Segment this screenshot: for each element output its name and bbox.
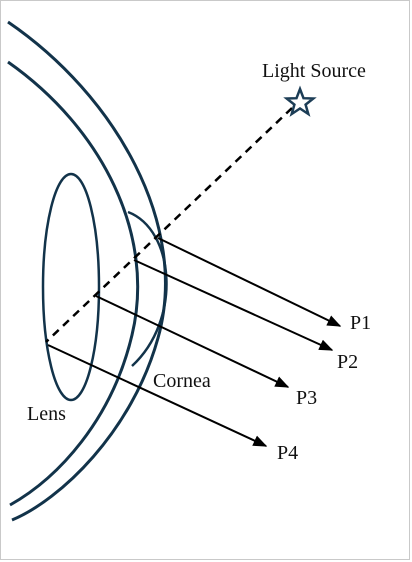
lens-shape (41, 172, 101, 402)
cornea-label: Cornea (153, 370, 211, 392)
reflection-arrow-p4 (47, 344, 268, 447)
lens-label: Lens (27, 403, 66, 425)
reflection-arrow-p1 (157, 237, 342, 327)
eye-inner-ring (7, 60, 140, 507)
p4-label: P4 (277, 442, 298, 464)
p1-label: P1 (350, 312, 371, 334)
eye-outer-ring (7, 20, 167, 522)
p2-label: P2 (337, 351, 358, 373)
p3-label: P3 (296, 387, 317, 409)
reflection-arrow-p2 (133, 259, 334, 351)
light-source-label: Light Source (262, 60, 366, 82)
star-icon (283, 85, 317, 117)
reflection-arrow-p3 (95, 295, 290, 388)
cornea-shape (127, 210, 168, 367)
incident-light-ray (45, 107, 293, 343)
